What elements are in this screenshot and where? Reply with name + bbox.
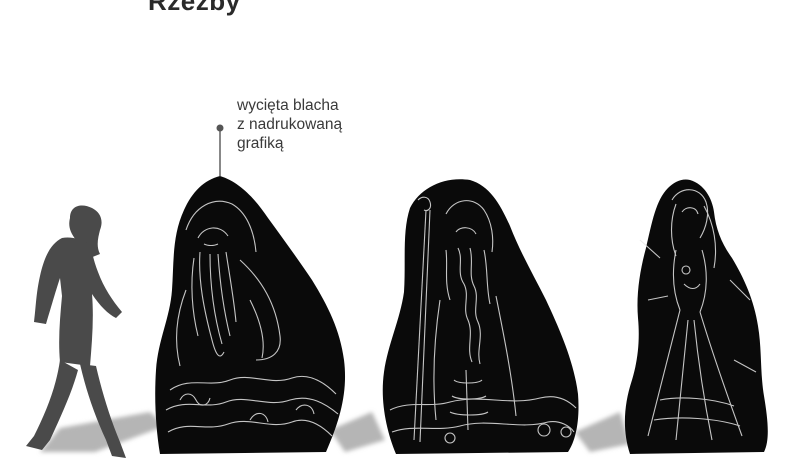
human-silhouette — [26, 205, 126, 458]
sculpture-old-hermit — [155, 176, 345, 454]
sculpture-wizard-with-staff — [383, 179, 579, 454]
annotation-leader — [217, 125, 224, 177]
sculpture-woman-in-gown — [625, 179, 768, 454]
